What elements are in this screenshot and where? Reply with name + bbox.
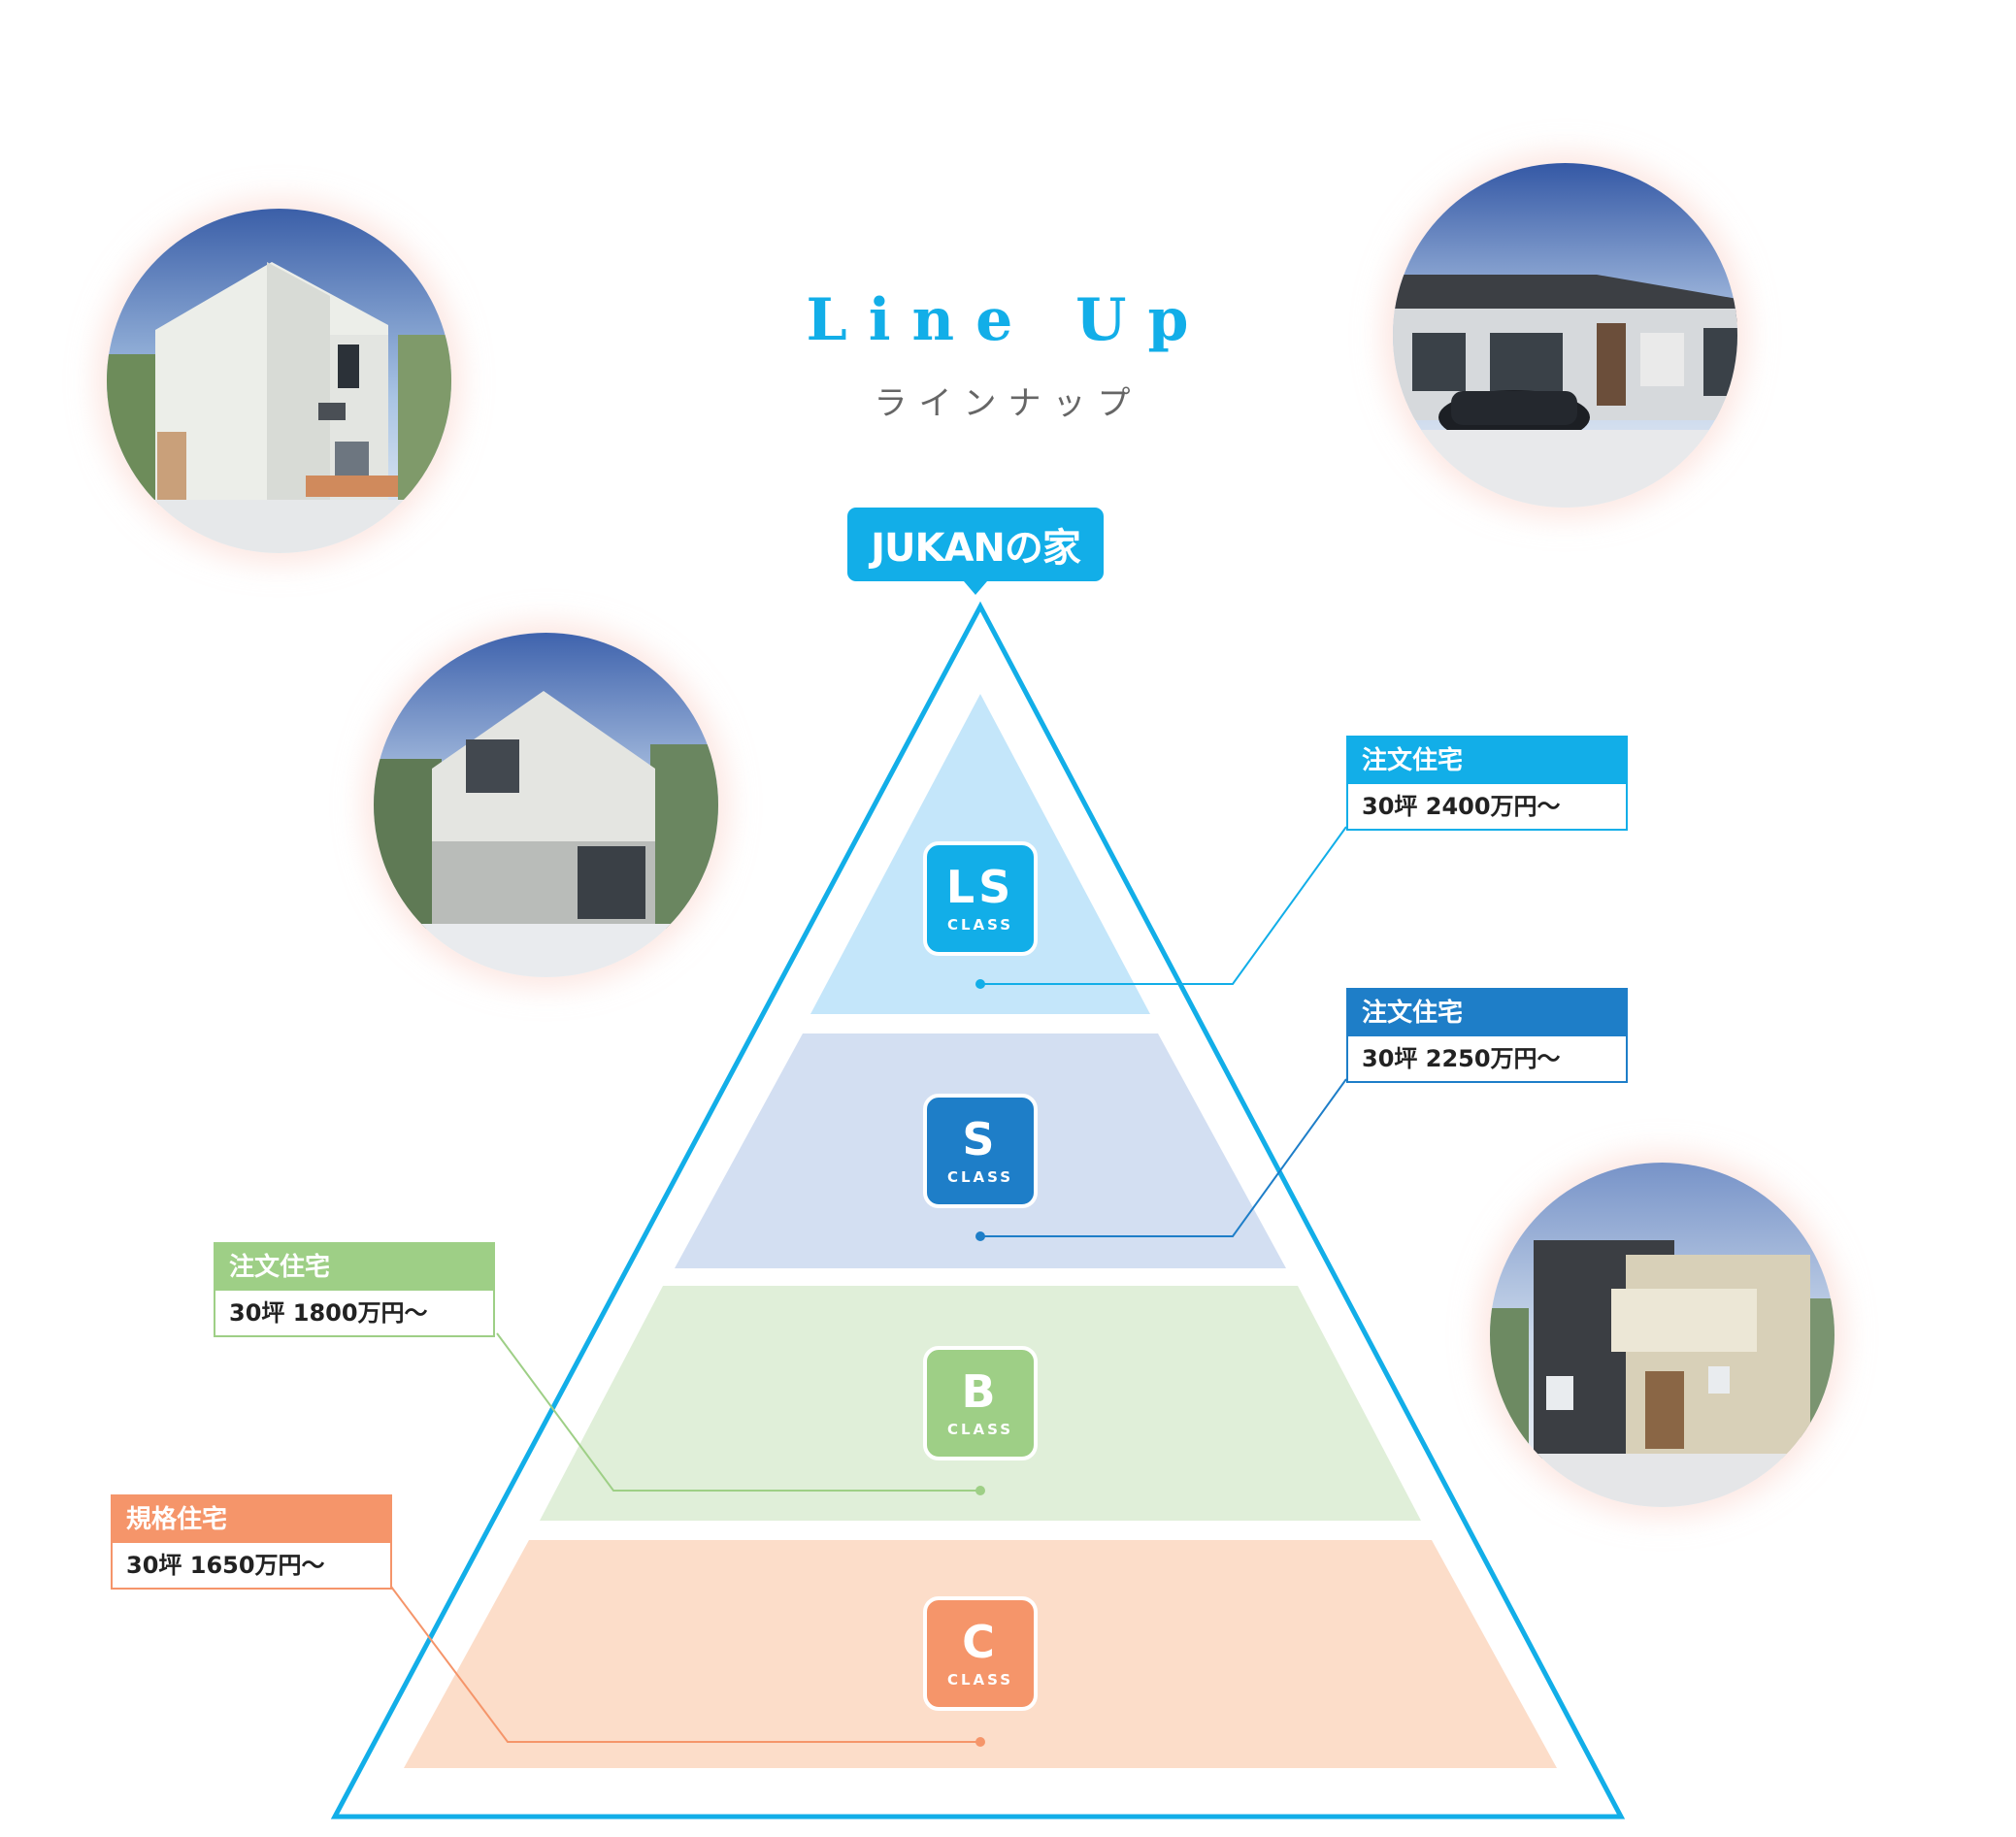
badge-c: C CLASS	[923, 1596, 1038, 1711]
price-label-ls: 注文住宅 30坪 2400万円〜	[1346, 736, 1628, 831]
apex-label: JUKANの家	[847, 508, 1104, 595]
price-label-c-price: 30坪 1650万円〜	[126, 1552, 325, 1579]
price-label-c: 規格住宅 30坪 1650万円〜	[111, 1494, 392, 1590]
price-label-s: 注文住宅 30坪 2250万円〜	[1346, 988, 1628, 1083]
connector-ls-dot	[975, 979, 985, 989]
connector-b	[496, 1332, 980, 1492]
badge-b: B CLASS	[923, 1346, 1038, 1460]
badge-s-class: CLASS	[946, 1168, 1014, 1186]
price-label-s-price: 30坪 2250万円〜	[1362, 1045, 1561, 1072]
badge-ls-class: CLASS	[946, 916, 1014, 934]
page-title: Line Up	[806, 286, 1210, 354]
badge-ls-letter: LS	[945, 861, 1015, 913]
dark-box-house-photo	[1490, 1163, 1834, 1507]
badge-ls: LS CLASS	[923, 841, 1038, 956]
pyramid-outline	[330, 601, 1626, 1820]
price-label-s-category: 注文住宅	[1348, 990, 1626, 1036]
badge-b-letter: B	[961, 1365, 1000, 1418]
connector-ls	[980, 826, 1347, 985]
badge-c-class: CLASS	[946, 1671, 1014, 1689]
price-label-b-price: 30坪 1800万円〜	[229, 1299, 428, 1327]
connector-c-dot	[975, 1737, 985, 1747]
connector-s	[980, 1078, 1347, 1237]
connector-b-dot	[975, 1486, 985, 1495]
price-label-ls-price: 30坪 2400万円〜	[1362, 793, 1561, 820]
badge-c-letter: C	[962, 1616, 999, 1668]
gable-house-photo	[374, 633, 718, 977]
connector-s-dot	[975, 1231, 985, 1241]
badge-b-class: CLASS	[946, 1421, 1014, 1438]
badge-s-letter: S	[962, 1113, 999, 1165]
page-subtitle: ラインナップ	[874, 384, 1142, 423]
price-label-c-category: 規格住宅	[113, 1496, 390, 1543]
price-label-ls-category: 注文住宅	[1348, 738, 1626, 784]
one-story-house-photo	[1393, 163, 1737, 508]
price-label-b: 注文住宅 30坪 1800万円〜	[214, 1242, 495, 1337]
price-label-b-category: 注文住宅	[215, 1244, 493, 1291]
connector-c	[390, 1586, 980, 1743]
modern-house-photo	[107, 209, 451, 553]
badge-s: S CLASS	[923, 1094, 1038, 1208]
